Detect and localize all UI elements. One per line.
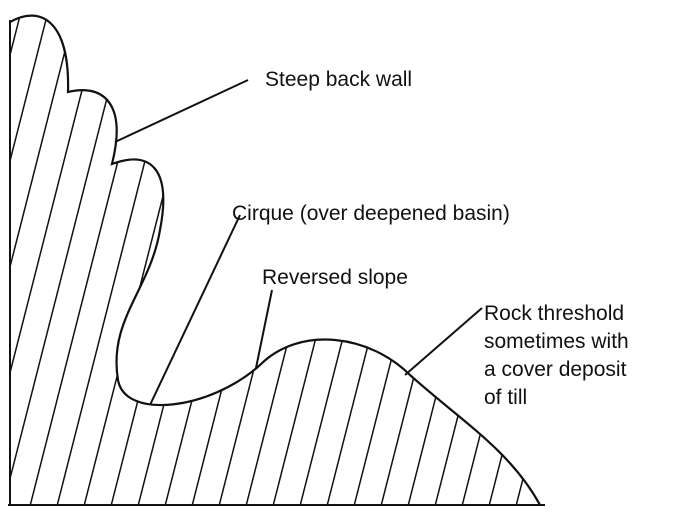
hatch-line xyxy=(515,0,645,510)
hatch-line xyxy=(542,0,672,510)
label-rock-threshold: Rock threshold sometimes with a cover de… xyxy=(484,300,629,412)
pointer-back-wall xyxy=(115,80,248,142)
label-steep-back-wall: Steep back wall xyxy=(265,66,412,94)
hatch-line xyxy=(407,0,537,510)
hatch-line xyxy=(83,0,213,510)
hatch-line xyxy=(0,0,51,510)
hatch-line xyxy=(29,0,159,510)
label-reversed-slope: Reversed slope xyxy=(262,264,408,292)
hatch-line xyxy=(0,0,105,510)
label-cirque: Cirque (over deepened basin) xyxy=(232,200,510,228)
hatch-line xyxy=(137,0,267,510)
hatch-line xyxy=(488,0,618,510)
hatch-line xyxy=(434,0,564,510)
hatch-line xyxy=(0,0,24,510)
pointer-rock-threshold xyxy=(405,308,482,375)
label-rock-threshold-line-1: Rock threshold xyxy=(484,300,629,328)
label-rock-threshold-line-2: sometimes with xyxy=(484,328,629,356)
label-rock-threshold-line-4: of till xyxy=(484,384,629,412)
pointer-cirque xyxy=(150,215,240,405)
label-rock-threshold-line-3: a cover deposit xyxy=(484,356,629,384)
hatch-line xyxy=(56,0,186,510)
